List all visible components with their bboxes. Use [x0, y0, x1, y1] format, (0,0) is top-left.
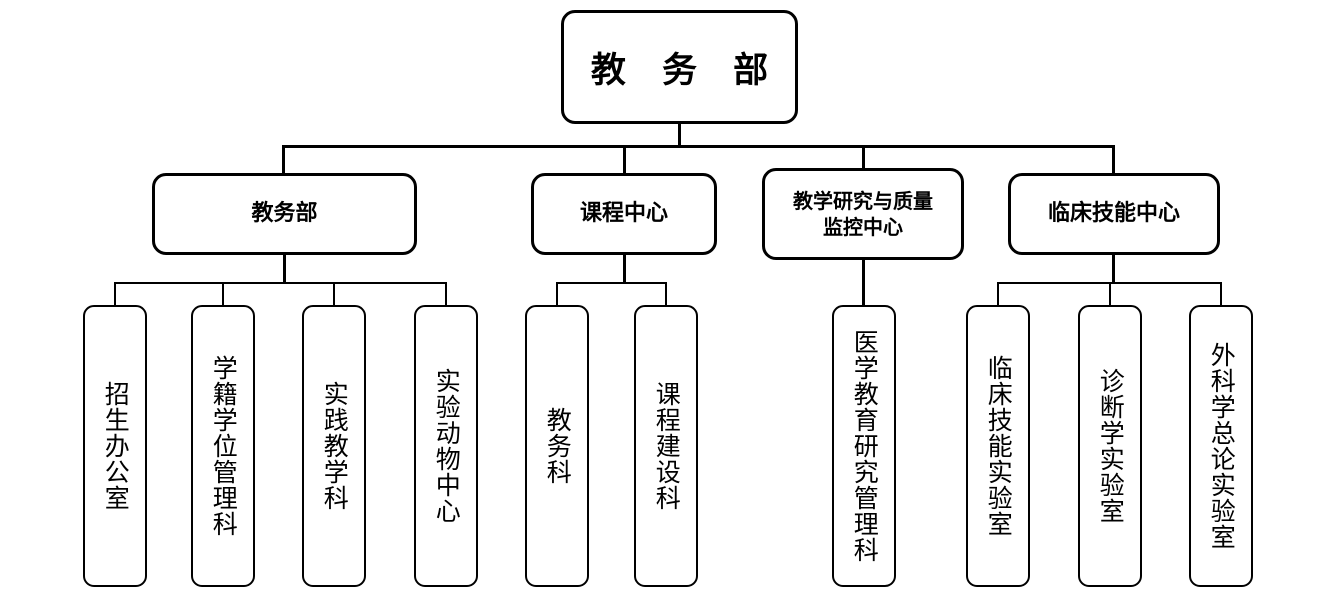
connector-jiaowubu-stub-1	[114, 282, 116, 306]
org-node-jiaowubu[interactable]: 教务部	[152, 173, 417, 255]
org-leaf-waikexuezonglunshiyanshi[interactable]: 外科学总论实验室	[1189, 305, 1253, 587]
connector-linchuang-stub-1	[997, 282, 999, 306]
connector-level2-stub-2	[623, 145, 626, 173]
org-node-jiaoxueyanjiu-line1: 教学研究与质量	[793, 189, 933, 213]
connector-level2-stub-1	[282, 145, 285, 173]
org-leaf-xuejixueweiguanlike[interactable]: 学籍学位管理科	[191, 305, 255, 587]
org-node-root[interactable]: 教 务 部	[561, 10, 798, 124]
connector-kecheng-stem	[623, 255, 626, 283]
connector-jiaowubu-stub-4	[445, 282, 447, 306]
org-leaf-yixuejiaoyuyanjiuguanlike[interactable]: 医学教育研究管理科	[832, 305, 896, 587]
org-leaf-linchuangjinengshiyanshi[interactable]: 临床技能实验室	[966, 305, 1030, 587]
connector-level2-stub-3	[862, 145, 865, 168]
org-leaf-jiaowuke[interactable]: 教务科	[525, 305, 589, 587]
connector-level2-stub-4	[1112, 145, 1115, 173]
org-leaf-shijianjiaoxueke[interactable]: 实践教学科	[302, 305, 366, 587]
connector-jiaowubu-stub-2	[222, 282, 224, 306]
org-node-linchuangjineng[interactable]: 临床技能中心	[1008, 173, 1220, 255]
org-node-jiaoxueyanjiu[interactable]: 教学研究与质量 监控中心	[762, 168, 964, 260]
org-leaf-shiyandongwuzhongxin[interactable]: 实验动物中心	[414, 305, 478, 587]
connector-linchuang-stub-2	[1109, 282, 1111, 306]
connector-linchuang-stub-3	[1220, 282, 1222, 306]
connector-jiaowubu-stem	[283, 255, 286, 283]
connector-jiaowubu-stub-3	[333, 282, 335, 306]
org-node-jiaoxueyanjiu-line2: 监控中心	[823, 215, 903, 239]
org-node-kechengzhongxin[interactable]: 课程中心	[531, 173, 717, 255]
org-leaf-kechengjiansheke[interactable]: 课程建设科	[634, 305, 698, 587]
connector-root-stem	[678, 124, 681, 147]
connector-linchuang-stem	[1112, 255, 1115, 283]
connector-jiaoxueyanjiu-stem	[862, 260, 865, 306]
connector-jiaowubu-bus	[114, 282, 447, 284]
connector-kecheng-stub-1	[556, 282, 558, 306]
connector-kecheng-stub-2	[665, 282, 667, 306]
org-leaf-zhenduanxueshiyanshi[interactable]: 诊断学实验室	[1078, 305, 1142, 587]
connector-level2-bus	[282, 145, 1115, 148]
connector-kecheng-bus	[556, 282, 667, 284]
org-leaf-zhaoshengbangongshi[interactable]: 招生办公室	[83, 305, 147, 587]
